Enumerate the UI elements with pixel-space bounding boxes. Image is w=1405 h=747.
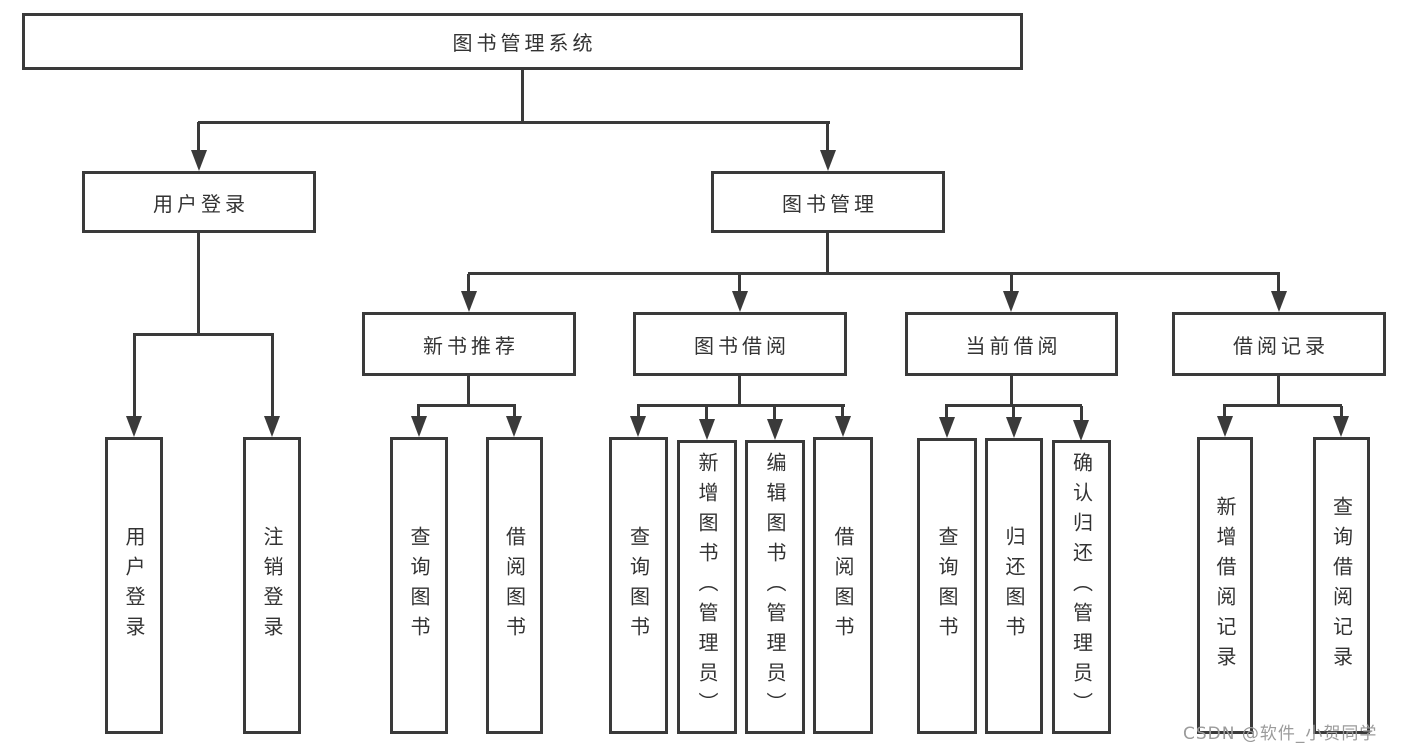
connector-leaf-stem [467, 274, 470, 294]
connector-leaf-stem [738, 274, 741, 294]
connector-leaf-stem [1010, 274, 1013, 294]
connector-leaf-stem [945, 406, 948, 420]
connector-leaf-stem [773, 406, 776, 421]
node-user-login: 用户登录 [82, 171, 316, 233]
connector-branch [417, 404, 516, 407]
node-leaf-borrow-books: 借阅图书 [486, 437, 543, 734]
node-label: 确认归还（管理员） [1069, 452, 1094, 722]
node-borrow-records: 借阅记录 [1172, 312, 1386, 376]
arrowhead-icon [461, 291, 477, 312]
node-label: 用户登录 [153, 191, 249, 216]
node-leaf-query-books: 查询图书 [917, 438, 977, 734]
connector-leaf-stem [1012, 406, 1015, 420]
connector-leaf-stem [417, 406, 420, 419]
node-new-book-recommend: 新书推荐 [362, 312, 576, 376]
connector-to-book-management [826, 122, 829, 156]
node-leaf-logout: 注销登录 [243, 437, 301, 734]
node-label: 归还图书 [1002, 526, 1026, 646]
connector-user-login-branch [133, 333, 274, 336]
node-label: 注销登录 [260, 525, 284, 646]
node-label: 图书管理系统 [452, 31, 597, 55]
connector-book-management-stem [826, 233, 829, 272]
arrowhead-icon [699, 419, 715, 440]
arrowhead-icon [1333, 416, 1349, 437]
arrowhead-icon [264, 416, 280, 437]
connector-leaf-stem [133, 335, 136, 419]
arrowhead-icon [191, 150, 207, 171]
arrowhead-icon [1006, 417, 1022, 438]
node-book-borrow: 图书借阅 [633, 312, 847, 376]
node-label: 查询图书 [935, 526, 959, 646]
node-root-library-system: 图书管理系统 [22, 13, 1023, 70]
node-label: 借阅图书 [502, 525, 527, 646]
node-label: 新增借阅记录 [1213, 495, 1237, 676]
node-label: 图书借阅 [694, 333, 790, 358]
node-leaf-query-books: 查询图书 [390, 437, 448, 734]
node-label: 查询借阅记录 [1329, 495, 1354, 676]
connector-branch [1223, 404, 1342, 407]
node-leaf-add-borrow-record: 新增借阅记录 [1197, 437, 1253, 734]
arrowhead-icon [630, 416, 646, 437]
connector-stem [738, 376, 741, 404]
connector-leaf-stem [841, 406, 844, 419]
node-label: 当前借阅 [965, 333, 1062, 358]
connector-user-login-stem [197, 233, 200, 334]
node-leaf-return-books: 归还图书 [985, 438, 1043, 734]
arrowhead-icon [939, 417, 955, 438]
connector-leaf-stem [1340, 406, 1343, 419]
arrowhead-icon [411, 416, 427, 437]
connector-leaf-stem [1080, 406, 1083, 422]
node-leaf-user-login: 用户登录 [105, 437, 163, 734]
arrowhead-icon [1271, 291, 1287, 312]
connector-stem [1277, 376, 1280, 404]
node-leaf-add-books-admin: 新增图书（管理员） [677, 440, 737, 734]
arrowhead-icon [1217, 416, 1233, 437]
node-label: 用户登录 [122, 525, 146, 646]
node-book-management: 图书管理 [711, 171, 945, 233]
node-label: 新增图书（管理员） [695, 452, 719, 722]
watermark: CSDN @软件_小贺同学 [1183, 724, 1378, 744]
arrowhead-icon [1003, 291, 1019, 312]
node-leaf-edit-books-admin: 编辑图书（管理员） [745, 440, 805, 734]
connector-leaf-stem [271, 335, 274, 419]
arrowhead-icon [820, 150, 836, 171]
connector-book-management-branch [468, 272, 1280, 275]
node-label: 查询图书 [626, 525, 651, 646]
connector-branch [637, 404, 845, 407]
connector-leaf-stem [705, 406, 708, 421]
connector-branch [945, 404, 1082, 407]
node-label: 新书推荐 [423, 333, 519, 358]
arrowhead-icon [732, 291, 748, 312]
arrowhead-icon [835, 416, 851, 437]
node-leaf-query-books: 查询图书 [609, 437, 668, 734]
node-label: 借阅记录 [1233, 333, 1329, 358]
node-label: 图书管理 [782, 191, 878, 216]
node-current-borrow: 当前借阅 [905, 312, 1118, 376]
connector-leaf-stem [1223, 406, 1226, 419]
connector-to-user-login [197, 122, 200, 156]
arrowhead-icon [126, 416, 142, 437]
connector-stem [1010, 376, 1013, 404]
connector-leaf-stem [637, 406, 640, 419]
connector-leaf-stem [1277, 274, 1280, 294]
node-label: 借阅图书 [831, 525, 855, 646]
node-leaf-confirm-return-admin: 确认归还（管理员） [1052, 440, 1111, 734]
node-label: 编辑图书（管理员） [763, 452, 787, 722]
node-leaf-borrow-books: 借阅图书 [813, 437, 873, 734]
connector-root-branch [198, 121, 830, 124]
node-leaf-query-borrow-record: 查询借阅记录 [1313, 437, 1370, 734]
connector-stem [467, 376, 470, 404]
connector-leaf-stem [513, 406, 516, 419]
connector-root-stem [521, 70, 524, 122]
arrowhead-icon [1073, 420, 1089, 441]
node-label: 查询图书 [407, 525, 431, 646]
arrowhead-icon [506, 416, 522, 437]
arrowhead-icon [767, 419, 783, 440]
